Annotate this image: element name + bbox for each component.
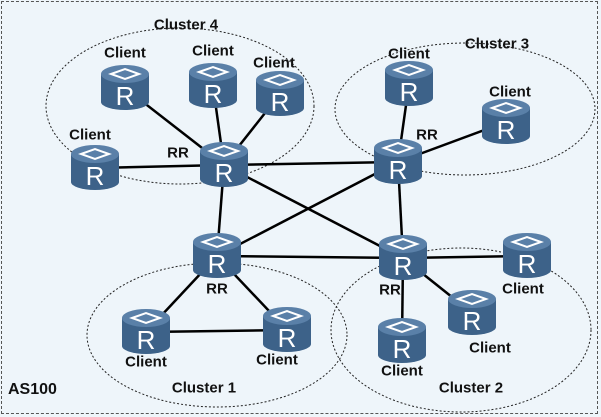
- route-reflector-icon[interactable]: R: [379, 235, 427, 281]
- as-label: AS100: [8, 381, 57, 398]
- client-router-icon[interactable]: R: [263, 307, 311, 353]
- rr-label: RR: [379, 281, 401, 299]
- client-router-icon[interactable]: R: [122, 309, 170, 355]
- link-rr4-rr3: [223, 160, 399, 167]
- client-label: Client: [253, 54, 295, 72]
- cluster-boundary-c3: [334, 42, 596, 176]
- cluster-label: Cluster 3: [464, 35, 530, 53]
- client-label: Client: [489, 83, 531, 101]
- client-label: Client: [256, 351, 298, 369]
- cluster-boundary-c2: [330, 247, 592, 413]
- route-reflector-icon[interactable]: R: [200, 142, 248, 188]
- client-router-icon[interactable]: R: [482, 99, 530, 145]
- cluster-label: Cluster 2: [438, 379, 504, 397]
- svg-text:R: R: [116, 81, 135, 111]
- svg-text:R: R: [278, 323, 297, 353]
- svg-text:R: R: [86, 161, 105, 191]
- rr-label: RR: [167, 144, 189, 162]
- link-rr4-rr2: [223, 163, 404, 260]
- client-router-icon[interactable]: R: [503, 233, 551, 279]
- client-router-icon[interactable]: R: [378, 318, 426, 364]
- client-router-icon[interactable]: R: [189, 63, 237, 109]
- client-label: Client: [192, 42, 234, 60]
- link-rr3-rr1: [216, 160, 399, 258]
- cluster-label: Cluster 4: [153, 16, 219, 34]
- client-router-icon[interactable]: R: [448, 290, 496, 336]
- svg-text:R: R: [137, 325, 156, 355]
- cluster-label: Cluster 1: [171, 379, 237, 397]
- svg-text:R: R: [204, 79, 223, 109]
- rr-label: RR: [416, 126, 438, 144]
- svg-text:R: R: [271, 87, 290, 117]
- cluster-boundary-c4: [45, 27, 315, 185]
- client-label: Client: [69, 126, 111, 144]
- client-router-icon[interactable]: R: [256, 71, 304, 117]
- client-router-icon[interactable]: R: [101, 65, 149, 111]
- client-label: Client: [388, 45, 430, 63]
- client-label: Client: [381, 362, 423, 380]
- client-label: Client: [502, 280, 544, 298]
- client-label: Client: [469, 339, 511, 357]
- route-reflector-icon[interactable]: R: [193, 233, 241, 279]
- route-reflector-icon[interactable]: R: [374, 139, 422, 185]
- client-label: Client: [125, 353, 167, 371]
- svg-text:R: R: [208, 249, 227, 279]
- svg-text:R: R: [393, 334, 412, 364]
- client-router-icon[interactable]: R: [71, 145, 119, 191]
- client-router-icon[interactable]: R: [385, 61, 433, 107]
- svg-text:R: R: [400, 77, 419, 107]
- svg-text:R: R: [518, 249, 537, 279]
- rr-label: RR: [206, 280, 228, 298]
- svg-text:R: R: [394, 251, 413, 281]
- svg-text:R: R: [215, 158, 234, 188]
- client-label: Client: [104, 44, 146, 62]
- svg-text:R: R: [497, 115, 516, 145]
- svg-text:R: R: [463, 306, 482, 336]
- link-rr1-rr2: [216, 254, 404, 260]
- svg-text:R: R: [389, 155, 408, 185]
